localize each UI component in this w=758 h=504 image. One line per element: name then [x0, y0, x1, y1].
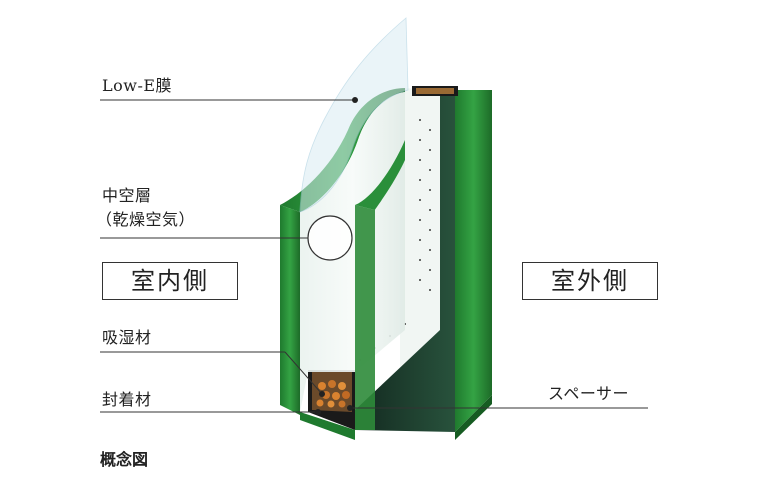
leader-dots — [315, 97, 358, 415]
low-e-film — [299, 17, 409, 213]
leader-lines — [100, 99, 648, 413]
low-e-film-label: Low-E膜 — [102, 76, 173, 95]
spacer-label: スペーサー — [548, 384, 630, 403]
top-spacer-cap — [412, 86, 458, 96]
air-layer-label-line2: （乾燥空気） — [96, 210, 196, 229]
indoor-side-label: 室内側 — [102, 262, 238, 300]
desiccant-label: 吸湿材 — [102, 328, 152, 347]
air-layer-label-line1: 中空層 — [102, 186, 152, 205]
air-layer-marker-circle — [307, 215, 353, 261]
caption-conceptual-diagram: 概念図 — [100, 450, 149, 469]
sealant-label: 封着材 — [102, 390, 152, 409]
outdoor-side-label: 室外側 — [522, 262, 658, 300]
